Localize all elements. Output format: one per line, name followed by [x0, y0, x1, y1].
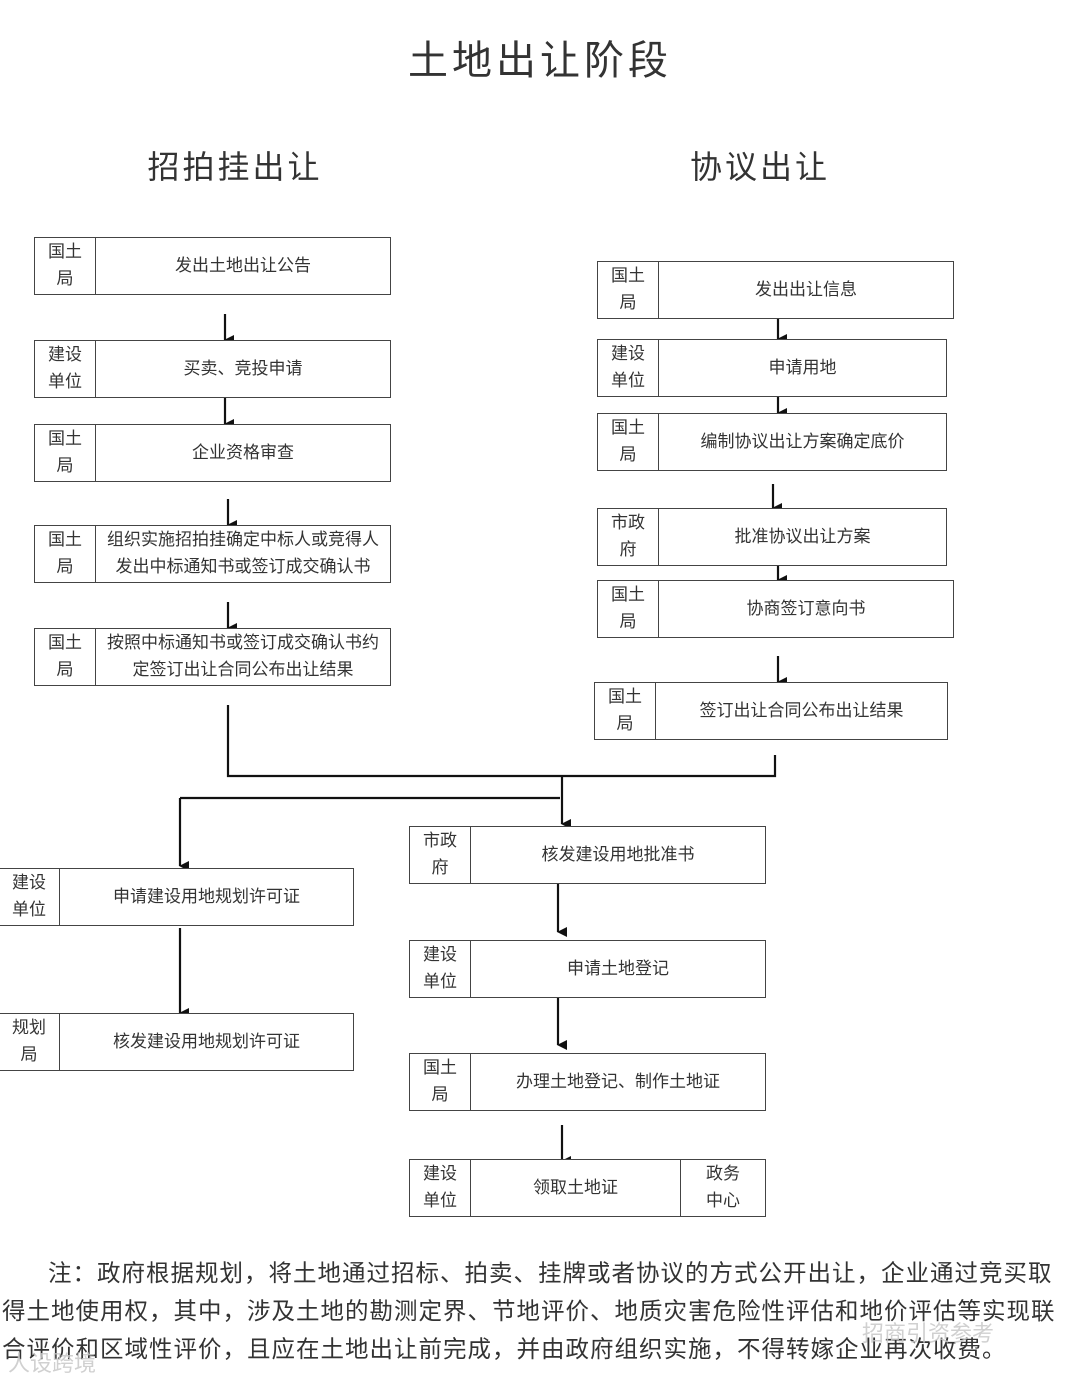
right-column-title: 协议出让 — [689, 148, 830, 186]
step-box: 国土 局 发出出让信息 — [597, 261, 954, 319]
actor-label: 国土 局 — [35, 526, 96, 582]
step-box: 市政 府 核发建设用地批准书 — [409, 826, 766, 884]
actor-label: 建设 单位 — [35, 341, 96, 397]
step-box: 建设 单位 申请建设用地规划许可证 — [0, 868, 354, 926]
step-text: 核发建设用地批准书 — [541, 844, 695, 865]
step-text: 批准协议出让方案 — [734, 526, 871, 547]
left-column-title: 招拍挂出让 — [147, 148, 323, 186]
step-box: 国土 局 编制协议出让方案确定底价 — [597, 413, 947, 471]
step-box: 国土 局 签订出让合同公布出让结果 — [594, 682, 948, 740]
step-text: 发出出让信息 — [755, 279, 857, 300]
step-box: 国土 局 企业资格审查 — [34, 424, 391, 482]
step-box: 建设 单位 申请土地登记 — [409, 940, 766, 998]
actor-label: 国土 局 — [595, 683, 656, 739]
actor-label: 规划 局 — [0, 1014, 60, 1070]
merge-line — [226, 705, 777, 778]
step-box: 国土 局 按照中标通知书或签订成交确认书约 定签订出让合同公布出让结果 — [34, 628, 391, 686]
actor-label: 市政 府 — [410, 827, 471, 883]
step-box: 国土 局 组织实施招拍挂确定中标人或竞得人 发出中标通知书或签订成交确认书 — [34, 525, 391, 583]
step-text: 按照中标通知书或签订成交确认书约 定签订出让合同公布出让结果 — [107, 633, 379, 680]
step-box: 国土 局 发出土地出让公告 — [34, 237, 391, 295]
actor-label: 国土 局 — [598, 262, 659, 318]
actor-label: 建设 单位 — [410, 1160, 471, 1216]
step-box: 规划 局 核发建设用地规划许可证 — [0, 1013, 354, 1071]
actor-label: 建设 单位 — [598, 340, 659, 396]
watermark-right: 招商引资参考 — [862, 1322, 995, 1347]
step-text: 办理土地登记、制作土地证 — [516, 1071, 720, 1092]
step-text: 发出土地出让公告 — [175, 255, 311, 276]
actor-label: 建设 单位 — [0, 869, 60, 925]
actor-label: 国土 局 — [35, 425, 96, 481]
step-box: 国土 局 协商签订意向书 — [597, 580, 954, 638]
actor-label: 市政 府 — [598, 509, 659, 565]
step-box: 建设 单位 申请用地 — [597, 339, 947, 397]
actor-label: 国土 局 — [35, 238, 96, 294]
actor-label: 国土 局 — [598, 414, 659, 470]
actor-label: 建设 单位 — [410, 941, 471, 997]
page-title: 土地出让阶段 — [408, 38, 672, 84]
step-box: 国土 局 办理土地登记、制作土地证 — [409, 1053, 766, 1111]
side-label: 政务 中心 — [680, 1160, 765, 1216]
actor-label: 国土 局 — [35, 629, 96, 685]
actor-label: 国土 局 — [410, 1054, 471, 1110]
step-box: 市政 府 批准协议出让方案 — [597, 508, 947, 566]
flow-connectors — [178, 312, 787, 1166]
step-text: 买卖、竞投申请 — [183, 358, 303, 379]
footnote: 注：政府根据规划，将土地通过招标、拍卖、挂牌或者协议的方式公开出让，企业通过竞买… — [2, 1259, 1056, 1363]
step-text: 企业资格审查 — [192, 442, 294, 463]
step-text: 申请用地 — [768, 357, 837, 378]
step-text: 组织实施招拍挂确定中标人或竞得人 发出中标通知书或签订成交确认书 — [107, 530, 379, 577]
actor-label: 国土 局 — [598, 581, 659, 637]
step-text: 签订出让合同公布出让结果 — [699, 700, 904, 721]
step-text: 核发建设用地规划许可证 — [113, 1031, 300, 1052]
step-box: 建设 单位 领取土地证 政务 中心 — [409, 1159, 766, 1217]
step-box: 建设 单位 买卖、竞投申请 — [34, 340, 391, 398]
step-text: 编制协议出让方案确定底价 — [700, 431, 905, 452]
watermark-left: 人设跨境 — [8, 1352, 97, 1377]
step-text: 领取土地证 — [533, 1177, 618, 1198]
step-text: 申请土地登记 — [567, 958, 669, 979]
step-text: 协商签订意向书 — [746, 598, 866, 619]
step-text: 申请建设用地规划许可证 — [113, 886, 300, 907]
